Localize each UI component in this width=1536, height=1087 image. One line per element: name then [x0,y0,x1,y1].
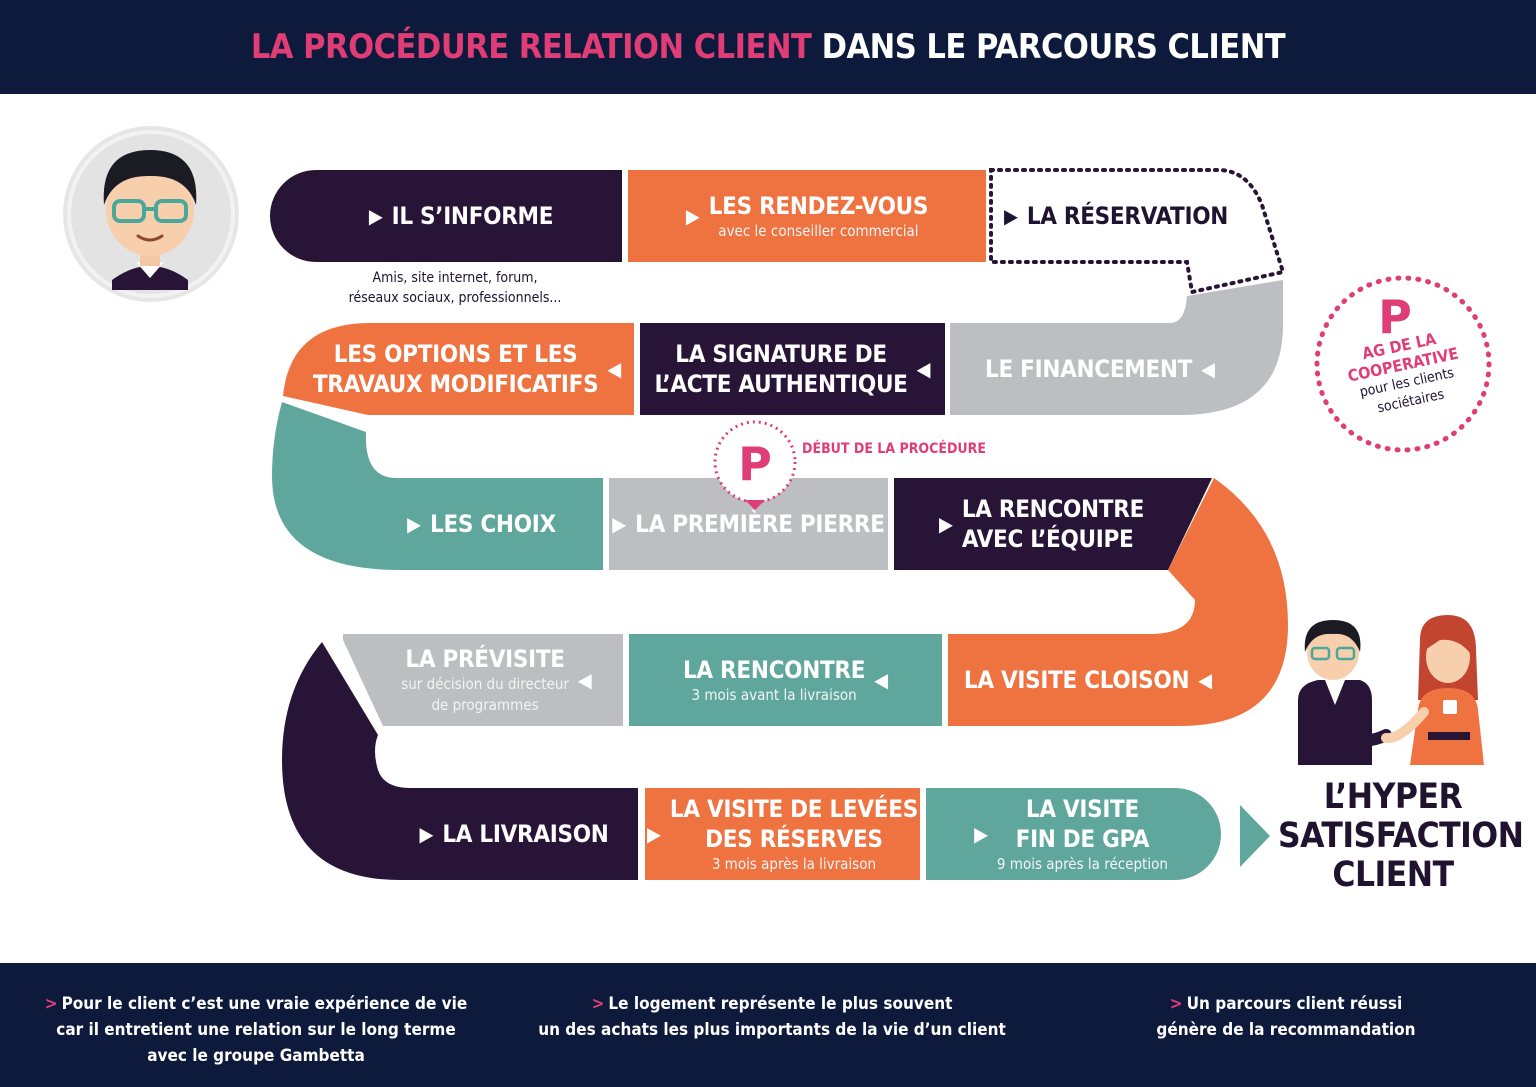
step-la-visite-fin-gpa: ▶ LA VISITE FIN DE GPA 9 mois après la r… [974,794,1168,873]
title-highlight: LA PROCÉDURE RELATION CLIENT [250,27,812,67]
chevron-right-icon: > [591,994,605,1014]
segment-rencontre-equipe [894,478,1212,570]
arrow-right-icon: ▶ [974,822,988,846]
footer-note-3: >Un parcours client réussi génère de la … [1156,994,1416,1040]
chevron-right-icon: > [1169,994,1183,1014]
step-il-s-informe: ▶ IL S’INFORME [368,202,554,230]
arrow-left-icon: ◀ [607,357,622,381]
arrow-right-icon: ▶ [685,204,700,228]
segment-options [283,323,634,415]
segment-levees [645,788,920,880]
ag-stamp: P [1314,275,1492,453]
segment-previsite [343,634,623,726]
outcome-arrow [1240,805,1270,867]
start-marker-letter: P [738,437,772,491]
arrow-left-icon: ◀ [1201,357,1215,381]
ag-stamp-letter: P [1378,290,1412,344]
step-la-previsite: LA PRÉVISITE sur décision du directeur d… [401,645,592,714]
arrow-right-icon: ▶ [368,204,383,228]
start-marker: P [713,420,797,510]
arrow-right-icon: ▶ [1003,204,1018,228]
arrow-left-icon: ◀ [1198,668,1213,692]
step-la-premiere-pierre: ▶ LA PREMIÈRE PIERRE [612,510,885,538]
chevron-right-icon: > [44,994,58,1014]
arrow-right-icon: ▶ [612,512,627,536]
step-la-rencontre: LA RENCONTRE 3 mois avant la livraison ◀ [682,655,889,704]
footer-bar: >Pour le client c’est une vraie expérien… [0,963,1536,1087]
step-la-signature: LA SIGNATURE DE L’ACTE AUTHENTIQUE ◀ [654,340,931,398]
segment-informe [270,170,622,262]
segment-gpa [926,788,1221,880]
step-le-financement: LE FINANCEMENT ◀ [985,355,1215,383]
step-la-visite-cloison: LA VISITE CLOISON ◀ [963,666,1213,694]
arrow-right-icon: ▶ [938,512,953,536]
title-rest: DANS LE PARCOURS CLIENT [821,27,1286,67]
segment-signature [640,323,945,415]
segment-choix [272,402,603,570]
arrow-right-icon: ▶ [407,512,421,536]
arrow-right-icon: ▶ [419,822,434,846]
segment-rencontre [629,634,942,726]
step-les-options: LES OPTIONS ET LES TRAVAUX MODIFICATIFS … [312,340,622,398]
step-informe-note: Amis, site internet, forum, réseaux soci… [348,270,562,306]
footer-note-1: >Pour le client c’est une vraie expérien… [44,994,468,1066]
page-title: LA PROCÉDURE RELATION CLIENT DANS LE PAR… [250,27,1286,67]
avatar-client [63,126,239,302]
header-bar: LA PROCÉDURE RELATION CLIENT DANS LE PAR… [0,0,1536,94]
step-la-visite-levees: ▶ LA VISITE DE LEVÉES DES RÉSERVES 3 moi… [647,794,918,873]
outcome-label: L’HYPER SATISFACTION CLIENT [1278,777,1524,895]
footer-note-2: >Le logement représente le plus souvent … [538,994,1006,1040]
step-la-livraison: ▶ LA LIVRAISON [419,820,609,848]
arrow-left-icon: ◀ [577,668,592,692]
arrow-left-icon: ◀ [874,668,889,692]
segment-financement [950,280,1283,415]
arrow-right-icon: ▶ [647,822,661,846]
arrow-left-icon: ◀ [916,357,931,381]
handshake-figures [1298,615,1484,765]
debut-procedure-label: DÉBUT DE LA PROCÉDURE [802,441,986,457]
segment-visite-cloison [948,478,1288,726]
segment-rendezvous [628,170,986,262]
step-les-choix: ▶ LES CHOIX [407,510,556,538]
step-les-rendez-vous: ▶ LES RENDEZ-VOUS avec le conseiller com… [685,191,929,240]
segment-livraison [282,642,638,880]
step-la-reservation: ▶ LA RÉSERVATION [1003,202,1229,230]
step-la-rencontre-equipe: ▶ LA RENCONTRE AVEC L’ÉQUIPE [938,495,1145,553]
segment-reservation [989,168,1286,295]
